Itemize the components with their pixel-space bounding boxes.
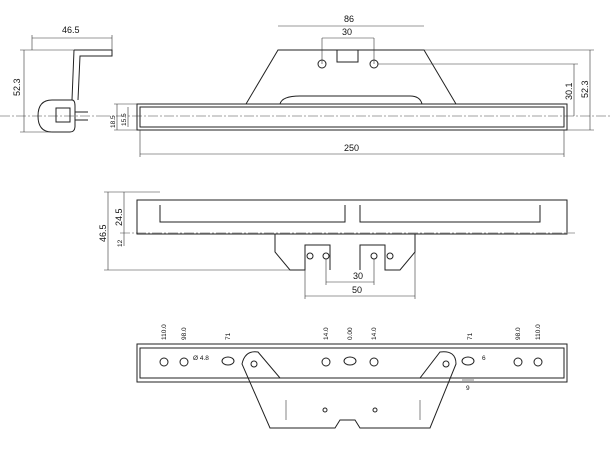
top-view: 86 30 30.1 52.3 18.5 15.5 250 (100, 14, 612, 157)
dim-total-height: 52.3 (580, 80, 590, 98)
dim-front-lower: 12 (117, 239, 124, 247)
dim-label: 14.0 (323, 327, 330, 340)
dim-front-hole-spacing: 30 (353, 271, 363, 281)
dim-label: 110.0 (535, 324, 542, 340)
dim-label: 98.0 (181, 327, 188, 340)
dim-label: 0.00 (347, 327, 354, 340)
dim-front-upper: 24.5 (114, 208, 124, 226)
dim-hole-spacing: 30 (342, 27, 352, 37)
dim-label: 110.0 (161, 324, 168, 340)
dim-hole-diameter: Ø 4.8 (193, 355, 209, 362)
dim-outer-height: 18.5 (110, 115, 117, 128)
dim-inner-height: 15.5 (121, 113, 128, 126)
bottom-view: 110.0 98.0 71 14.0 0.00 14.0 71 98.0 110… (136, 324, 568, 429)
dim-front-bracket-width: 50 (352, 285, 362, 295)
dim-label: 14.0 (371, 327, 378, 340)
side-view: 46.5 52.3 (0, 25, 113, 133)
front-view: 30 50 46.5 24.5 12 (98, 191, 575, 299)
dim-bracket-width: 86 (344, 14, 354, 24)
dim-slot-width: 9 (466, 385, 470, 392)
dim-slot-height: 6 (482, 355, 486, 362)
bottom-dim-labels: 110.0 98.0 71 14.0 0.00 14.0 71 98.0 110… (161, 324, 542, 340)
dim-front-height: 46.5 (98, 224, 108, 242)
dim-length: 250 (344, 143, 359, 153)
dim-label: 71 (225, 332, 232, 340)
dim-hole-height: 30.1 (564, 82, 574, 100)
dim-label: 98.0 (515, 327, 522, 340)
dim-side-height: 52.3 (12, 78, 22, 96)
dim-side-width: 46.5 (62, 25, 80, 35)
dim-label: 71 (467, 332, 474, 340)
